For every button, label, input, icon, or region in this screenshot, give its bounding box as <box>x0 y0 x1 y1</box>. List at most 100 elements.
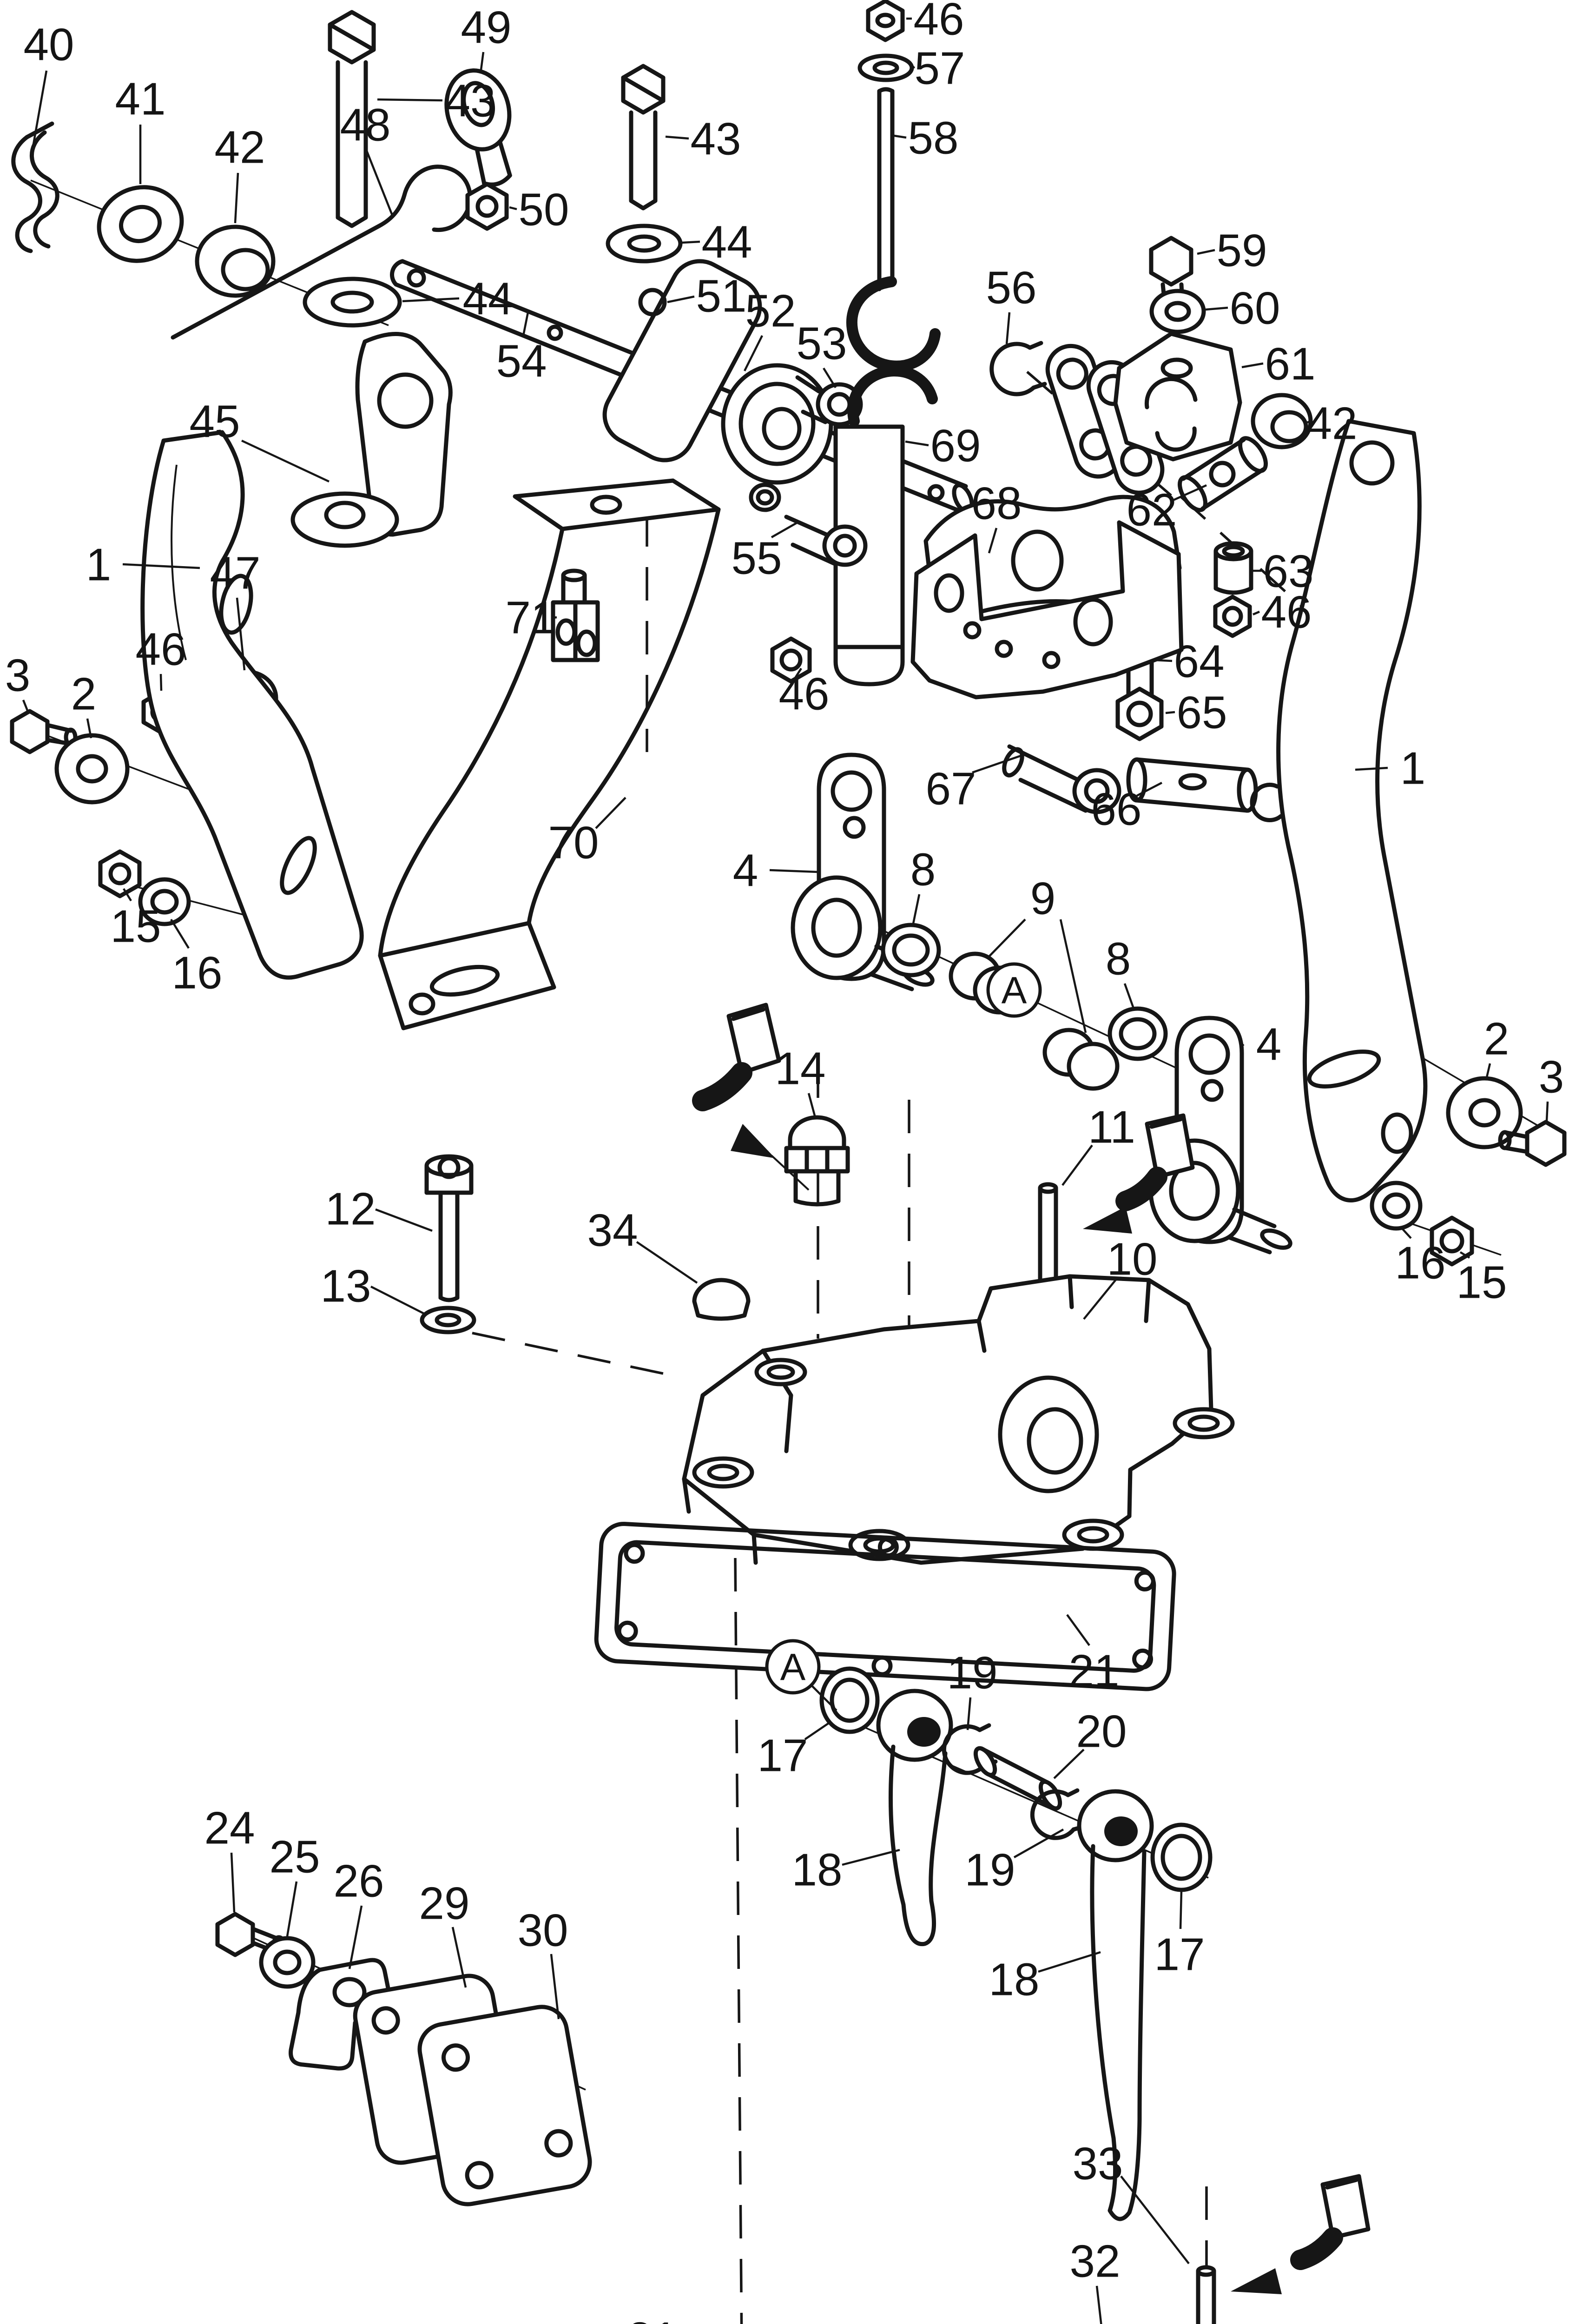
callout-57: 57 <box>914 42 965 93</box>
callout-13: 13 <box>320 1260 371 1311</box>
callout-16: 16 <box>171 947 222 998</box>
part-43-bolt <box>328 10 376 228</box>
leader-line <box>551 616 557 620</box>
leader-line <box>1083 1278 1117 1320</box>
callout-41: 41 <box>115 73 165 124</box>
leader-line <box>911 894 921 926</box>
part-69-shock-absorber <box>833 365 938 687</box>
part-70-center-bracket <box>378 478 721 1030</box>
callout-71: 71 <box>505 592 556 643</box>
callout-69: 69 <box>930 420 981 471</box>
callout-43: 43 <box>445 75 495 126</box>
callout-43: 43 <box>690 113 741 164</box>
callout-12: 12 <box>325 1183 376 1234</box>
leader-line <box>894 134 907 139</box>
part-18-crank-left <box>876 1689 953 1947</box>
part-26-retainer <box>289 1958 393 2071</box>
callout-51: 51 <box>696 270 746 321</box>
part-34-cap <box>692 1278 751 1321</box>
part-8-washer-b <box>1108 1006 1168 1061</box>
callout-63: 63 <box>1263 545 1313 596</box>
callout-64: 64 <box>1173 635 1224 687</box>
part-46b-nut <box>866 0 905 42</box>
callout-70: 70 <box>548 817 599 868</box>
part-56-snap-ring <box>989 341 1047 396</box>
leader-line <box>842 1849 900 1866</box>
part-20-pin <box>973 1746 1062 1811</box>
part-17-seal-ring-a <box>819 1666 880 1734</box>
leader-line <box>479 52 485 74</box>
leader-line <box>1061 1144 1093 1186</box>
part-21-gasket <box>594 1522 1176 1691</box>
part-8-washer-a <box>881 923 941 977</box>
callout-19: 19 <box>964 1844 1015 1895</box>
leader-line <box>522 312 529 336</box>
callout-10: 10 <box>1107 1233 1157 1284</box>
leader-line <box>365 149 395 218</box>
callout-34: 34 <box>587 1204 638 1255</box>
leader-line <box>811 1684 837 1711</box>
part-42b-cup-washer <box>1251 393 1313 449</box>
cover-feet <box>692 1407 1235 1561</box>
leader-line <box>1205 306 1228 311</box>
callout-52: 52 <box>745 285 796 336</box>
part-49-eye-bolt <box>444 68 512 187</box>
leader-line <box>1013 1829 1064 1858</box>
part-15-nut-left <box>98 849 142 898</box>
leader-line <box>1305 420 1312 424</box>
callout-4: 4 <box>1256 1018 1282 1070</box>
callout-46: 46 <box>913 0 964 44</box>
leader-line <box>230 1852 236 1913</box>
callout-68: 68 <box>971 477 1022 528</box>
leader-line <box>1179 1890 1183 1929</box>
callout-50: 50 <box>518 184 569 235</box>
leader-line <box>509 206 517 211</box>
leader-line <box>794 667 802 680</box>
part-45-bracket <box>290 332 453 548</box>
callout-17: 17 <box>1154 1928 1205 1980</box>
part-66-trunnion-pin <box>1126 757 1283 822</box>
leader-line <box>905 440 929 447</box>
leader-line <box>370 1285 427 1316</box>
leader-line <box>402 297 460 303</box>
leader-line <box>667 295 695 304</box>
leader-lines <box>22 17 1549 2324</box>
part-42-cup-washer <box>195 224 276 298</box>
leader-line <box>972 753 1027 774</box>
callout-49: 49 <box>461 1 511 53</box>
leader-line <box>771 522 798 538</box>
callout-40: 40 <box>23 19 74 70</box>
grease-tube-icon <box>1083 1113 1195 1234</box>
leader-line <box>1153 659 1173 662</box>
part-1-right-bracket <box>1276 419 1428 1202</box>
callout-53: 53 <box>796 317 847 369</box>
callout-46: 46 <box>1261 586 1312 637</box>
part-71-clevis <box>551 568 600 662</box>
callout-26: 26 <box>333 1855 384 1906</box>
callout-30: 30 <box>517 1904 568 1955</box>
callout-15: 15 <box>1456 1256 1507 1307</box>
callout-labels: 4041424344454746484950434451525354554657… <box>5 0 1564 2324</box>
callout-48: 48 <box>340 99 390 150</box>
callout-24: 24 <box>204 1802 255 1853</box>
callout-42: 42 <box>1306 397 1357 449</box>
reference-bubble-label: A <box>780 1646 806 1689</box>
leader-line <box>1059 919 1087 1033</box>
callout-65: 65 <box>1176 687 1227 738</box>
callout-66: 66 <box>1091 783 1141 834</box>
callout-59: 59 <box>1216 224 1267 276</box>
leader-line <box>122 563 200 569</box>
callout-46: 46 <box>135 623 186 674</box>
leader-line <box>636 1241 698 1284</box>
part-18-crank-right <box>1077 1789 1154 2221</box>
callout-4: 4 <box>733 845 758 896</box>
reference-bubble <box>765 1639 821 1695</box>
leader-line <box>804 1723 829 1740</box>
callout-14: 14 <box>775 1043 825 1094</box>
callout-1: 1 <box>86 539 112 590</box>
callout-1: 1 <box>1400 742 1426 793</box>
leader-line <box>966 1697 972 1730</box>
callout-42: 42 <box>214 121 265 172</box>
leader-line <box>1485 1063 1491 1080</box>
